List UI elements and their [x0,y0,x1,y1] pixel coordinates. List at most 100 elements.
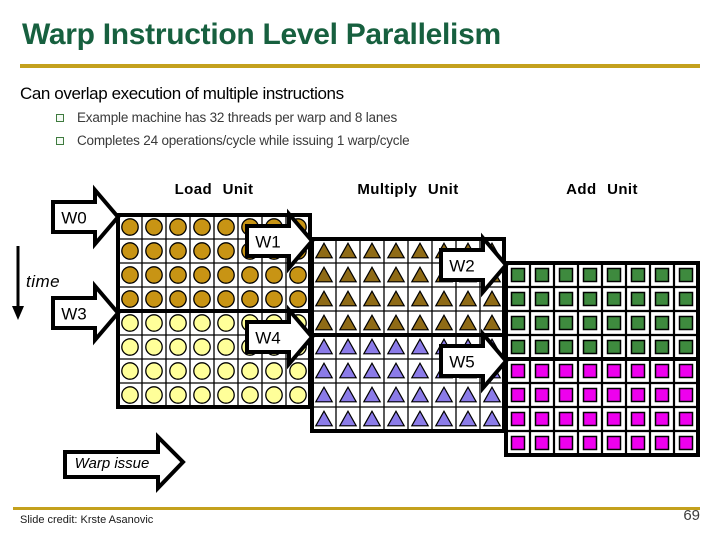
square-op-icon [678,315,694,331]
square-op-icon [630,411,646,427]
warp-arrow-w3 [51,280,121,346]
triangle-op-icon [410,265,430,283]
bullet-item: Example machine has 32 threads per warp … [56,110,397,125]
triangle-op-icon [386,289,406,307]
square-op-icon [654,291,670,307]
circle-op-icon [289,290,307,308]
warp-arrow-label: W4 [255,329,281,348]
square-op-icon [678,291,694,307]
square-op-icon [582,411,598,427]
circle-op-icon [169,242,187,260]
circle-op-icon [217,338,235,356]
square-op-icon [558,363,574,379]
circle-op-icon [193,362,211,380]
warp-issue-label: Warp issue [74,455,150,472]
square-op-icon [654,411,670,427]
square-op-icon [582,291,598,307]
square-op-icon [558,387,574,403]
slide-title: Warp Instruction Level Parallelism [22,18,501,51]
square-op-icon [582,435,598,451]
warp-arrow-w4 [245,304,315,370]
time-label: time [26,272,61,291]
circle-op-icon [121,218,139,236]
square-op-icon [558,267,574,283]
square-op-icon [678,387,694,403]
circle-op-icon [241,386,259,404]
triangle-op-icon [338,313,358,331]
square-op-icon [630,339,646,355]
circle-op-icon [265,290,283,308]
triangle-op-icon [458,289,478,307]
slide-credit: Slide credit: Krste Asanovic [20,514,154,526]
square-op-icon [510,363,526,379]
warp-issue-arrow [63,432,186,493]
square-op-icon [606,267,622,283]
circle-op-icon [217,218,235,236]
circle-op-icon [217,290,235,308]
warp-arrow-label: W2 [449,257,475,276]
square-op-icon [582,339,598,355]
triangle-op-icon [362,241,382,259]
multiply-unit-grid [310,237,506,433]
square-op-icon [678,339,694,355]
square-op-icon [582,315,598,331]
triangle-op-icon [338,265,358,283]
circle-op-icon [121,338,139,356]
circle-op-icon [289,266,307,284]
circle-op-icon [241,290,259,308]
triangle-op-icon [314,361,334,379]
square-op-icon [534,315,550,331]
square-op-icon [510,411,526,427]
square-op-icon [654,315,670,331]
warp-arrow-w1 [245,208,315,274]
square-op-icon [678,267,694,283]
triangle-op-icon [362,313,382,331]
square-op-icon [654,339,670,355]
triangle-op-icon [338,241,358,259]
circle-op-icon [289,386,307,404]
triangle-op-icon [386,385,406,403]
triangle-op-icon [434,289,454,307]
triangle-op-icon [458,409,478,427]
circle-op-icon [169,266,187,284]
title-rule [20,64,700,68]
unit-header-add: Add Unit [566,181,638,198]
square-op-icon [582,363,598,379]
warp-arrow-w2 [439,232,509,298]
triangle-op-icon [362,361,382,379]
square-op-icon [630,387,646,403]
triangle-op-icon [338,337,358,355]
heading: Can overlap execution of multiple instru… [20,84,344,103]
square-op-icon [630,291,646,307]
circle-op-icon [193,266,211,284]
square-op-icon [534,411,550,427]
triangle-op-icon [314,409,334,427]
triangle-op-icon [434,313,454,331]
square-op-icon [678,363,694,379]
triangle-op-icon [386,409,406,427]
square-op-icon [558,435,574,451]
triangle-op-icon [362,409,382,427]
bullet-text: Example machine has 32 threads per warp … [77,110,397,125]
circle-op-icon [121,362,139,380]
square-op-icon [534,339,550,355]
triangle-op-icon [314,241,334,259]
square-op-icon [606,387,622,403]
triangle-op-icon [362,265,382,283]
triangle-op-icon [482,289,502,307]
bullet-square-icon [56,137,64,145]
triangle-op-icon [338,409,358,427]
square-op-icon [630,315,646,331]
circle-op-icon [193,386,211,404]
square-op-icon [582,387,598,403]
circle-op-icon [265,386,283,404]
warp-arrow-label: W3 [61,305,87,324]
warp-arrow-w0 [51,184,121,250]
circle-op-icon [217,266,235,284]
square-op-icon [510,387,526,403]
warp-arrow-label: W0 [61,209,87,228]
circle-op-icon [169,218,187,236]
square-op-icon [510,435,526,451]
square-op-icon [534,291,550,307]
